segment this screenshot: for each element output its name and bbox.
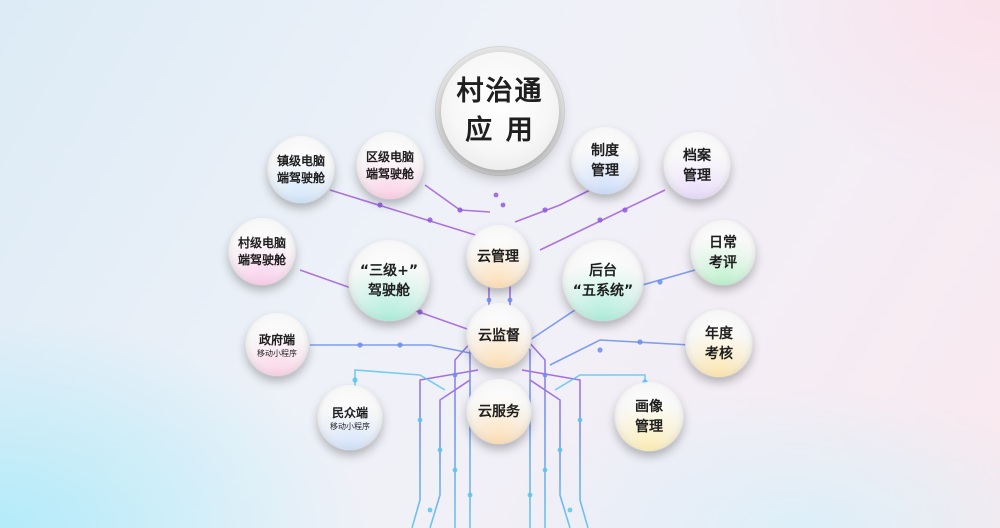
node-yun-guanli: 云管理 (467, 226, 529, 288)
node-cun-cockpit: 村级电脑 端驾驶舱 (229, 219, 295, 285)
node-cunzhitong-app: 村治通 应 用 (441, 52, 559, 170)
node-huaxiang-guanli: 画像 管理 (615, 383, 683, 451)
node-minzhong-miniprogram: 民众端 移动小程序 (318, 386, 382, 450)
node-zhengfu-miniprogram: 政府端 移动小程序 (246, 314, 308, 376)
node-qu-cockpit: 区级电脑 端驾驶舱 (357, 133, 423, 199)
node-richang-kaoping: 日常 考评 (691, 221, 755, 285)
node-houtai-wuxitong: 后台 “五系统” (563, 241, 643, 321)
node-zhen-cockpit: 镇级电脑 端驾驶舱 (268, 137, 334, 203)
node-yun-fuwu: 云服务 (467, 380, 531, 444)
node-dangan-guanli: 档案 管理 (664, 133, 730, 199)
node-zhidu-guanli: 制度 管理 (572, 128, 638, 194)
node-niandu-kaohe: 年度 考核 (686, 311, 752, 377)
node-yun-jiandu: 云监督 (467, 304, 531, 368)
node-sanji-cockpit: “三级+” 驾驶舱 (349, 241, 429, 321)
